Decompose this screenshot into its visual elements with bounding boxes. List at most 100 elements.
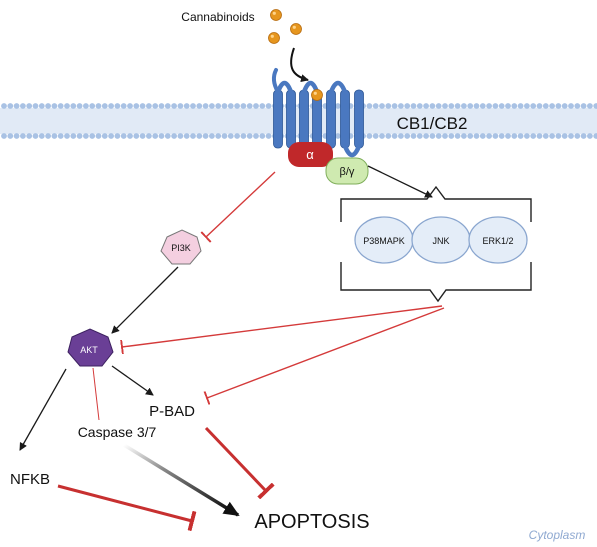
lipid-head — [473, 103, 480, 109]
lipid-head — [202, 133, 209, 139]
lipid-head — [89, 103, 96, 109]
lipid-head — [524, 133, 530, 139]
lipid-head — [561, 103, 568, 109]
lipid-head — [101, 103, 108, 109]
lipid-head — [221, 133, 228, 139]
pi3k-node[interactable] — [160, 229, 202, 265]
lipid-head — [26, 133, 33, 139]
ligand-dot-icon — [268, 32, 280, 44]
lipid-head — [177, 103, 184, 109]
lipid-head — [234, 103, 241, 109]
lipid-head — [492, 103, 499, 109]
akt-to-pbad-arrow — [111, 365, 154, 396]
nfkb-inhibits-apoptosis — [57, 484, 197, 532]
lipid-head — [183, 103, 190, 109]
lipid-head — [215, 103, 222, 109]
lipid-head — [505, 133, 511, 139]
lipid-head — [524, 103, 530, 109]
lipid-head — [146, 103, 152, 109]
pi3k-to-akt-arrow — [111, 266, 179, 334]
akt-inhibits-caspase — [92, 367, 100, 421]
lipid-head — [429, 103, 436, 109]
lipid-head — [473, 133, 480, 139]
gpcr-receptor-icon[interactable] — [271, 68, 364, 158]
lipid-head — [461, 133, 467, 139]
lipid-head — [127, 103, 133, 109]
mapk-inhibits-akt — [120, 305, 443, 355]
lipid-head — [64, 103, 70, 109]
lipid-head — [587, 133, 593, 139]
lipid-head — [259, 133, 266, 139]
receptor-loop — [342, 143, 362, 158]
lipid-head — [83, 103, 89, 109]
lipid-head — [158, 133, 165, 139]
g-alpha-subunit[interactable] — [288, 142, 333, 167]
lipid-head — [448, 103, 455, 109]
lipid-head — [517, 133, 524, 139]
lipid-head — [530, 133, 537, 139]
lipid-head — [404, 133, 411, 139]
lipid-head — [536, 133, 543, 139]
g-betagamma-subunit[interactable] — [325, 157, 369, 185]
lipid-head — [505, 103, 511, 109]
lipid-head — [240, 133, 247, 139]
akt-label: AKT — [80, 345, 98, 355]
lipid-head — [146, 133, 152, 139]
lipid-head — [454, 103, 461, 109]
lipid-head — [202, 103, 209, 109]
membrane-bilayer — [0, 103, 597, 139]
receptor-n-terminus — [271, 68, 280, 94]
lipid-head — [454, 133, 461, 139]
akt-node[interactable] — [67, 328, 114, 367]
nfkb-label: NFKB — [10, 471, 50, 488]
lipid-head — [511, 133, 518, 139]
lipid-head — [448, 133, 455, 139]
akt-to-nfkb-arrow — [19, 368, 67, 451]
lipid-head — [7, 133, 14, 139]
lipid-head — [70, 133, 77, 139]
lipid-head — [51, 133, 58, 139]
lipid-head — [20, 133, 26, 139]
lipid-head — [183, 133, 190, 139]
receptor-loop — [328, 80, 348, 95]
lipid-head — [45, 103, 51, 109]
lipid-head — [120, 103, 127, 109]
lipid-head — [190, 103, 196, 109]
lipid-head — [385, 133, 392, 139]
ligand-dot-icon — [290, 23, 302, 35]
lipid-head — [164, 133, 171, 139]
lipid-head — [215, 133, 222, 139]
compartment-label: Cytoplasm — [529, 528, 586, 542]
lipid-head — [385, 103, 392, 109]
lipid-head — [253, 133, 259, 139]
lipid-head — [467, 133, 474, 139]
lipid-head — [530, 103, 537, 109]
lipid-head — [536, 103, 543, 109]
ligand-dot-icon — [311, 89, 323, 101]
apoptosis-label: APOPTOSIS — [254, 511, 369, 533]
mapk-node-erk[interactable] — [468, 216, 528, 264]
caspase-label: Caspase 3/7 — [78, 424, 157, 440]
lipid-head — [511, 103, 518, 109]
lipid-head — [32, 133, 39, 139]
lipid-head — [20, 103, 26, 109]
lipid-head — [196, 103, 203, 109]
lipid-head — [95, 103, 102, 109]
caspase-to-apoptosis-arrow — [123, 443, 240, 517]
lipid-head — [442, 133, 448, 139]
lipid-head — [398, 133, 404, 139]
lipid-head — [1, 103, 7, 109]
lipid-head — [561, 133, 568, 139]
mapk-label-erk: ERK1/2 — [482, 236, 513, 246]
lipid-head — [542, 133, 549, 139]
lipid-head — [70, 103, 77, 109]
lipid-head — [221, 103, 228, 109]
receptor-loop — [275, 80, 294, 95]
lipid-head — [467, 103, 474, 109]
lipid-head — [38, 103, 45, 109]
lipid-head — [416, 103, 423, 109]
lipid-head — [574, 133, 581, 139]
lipid-head — [372, 133, 379, 139]
ligand-label: Cannabinoids — [181, 10, 254, 24]
lipid-head — [461, 103, 467, 109]
